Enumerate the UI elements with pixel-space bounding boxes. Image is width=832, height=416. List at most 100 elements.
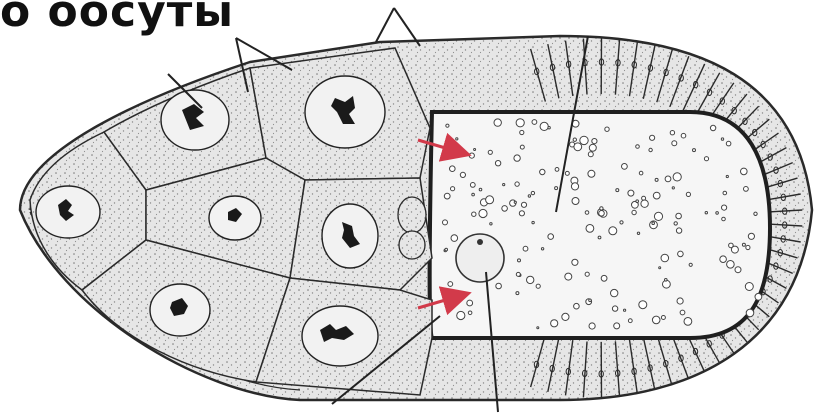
yolk-granule [684, 318, 692, 326]
yolk-granule [574, 303, 580, 309]
yolk-granule [605, 127, 609, 131]
yolk-granule [727, 261, 735, 269]
yolk-granule [532, 221, 534, 223]
yolk-granule [448, 282, 453, 287]
yolk-granule [527, 276, 534, 283]
yolk-granule [562, 313, 569, 320]
yolk-granule [672, 187, 674, 189]
yolk-granule [754, 212, 757, 215]
yolk-granule [548, 127, 550, 129]
yolk-granule [470, 183, 475, 188]
yolk-granule [721, 138, 723, 140]
yolk-granule [650, 135, 655, 140]
yolk-granule [723, 191, 727, 195]
yolk-granule [586, 225, 594, 233]
yolk-granule [574, 143, 582, 151]
yolk-granule [469, 153, 474, 158]
yolk-granule [496, 283, 502, 289]
yolk-granule [444, 193, 450, 199]
yolk-granule [705, 212, 707, 214]
yolk-granule [745, 283, 753, 291]
yolk-granule [741, 168, 748, 175]
yolk-granule [670, 131, 674, 135]
yolk-granule [746, 309, 754, 317]
yolk-granule [541, 248, 543, 250]
yolk-granule [636, 145, 640, 149]
yolk-granule [580, 136, 588, 144]
yolk-granule [649, 148, 652, 151]
yolk-granule [722, 205, 727, 210]
yolk-granule [589, 144, 596, 151]
yolk-granule [472, 212, 476, 216]
yolk-granule [611, 289, 618, 296]
yolk-granule [746, 245, 750, 249]
yolk-granule [599, 211, 605, 217]
yolk-granule [467, 300, 473, 306]
yolk-granule [600, 207, 603, 210]
border-cell [398, 197, 426, 233]
yolk-granule [536, 284, 540, 288]
yolk-granule [488, 150, 492, 154]
yolk-granule [616, 189, 619, 192]
yolk-granule [565, 171, 569, 175]
yolk-granule [748, 233, 754, 239]
yolk-granule [742, 243, 745, 246]
border-cell [399, 231, 425, 259]
yolk-granule [731, 246, 738, 253]
yolk-granule [495, 161, 500, 166]
yolk-granule [624, 309, 626, 311]
yolk-granule [521, 202, 526, 207]
yolk-granule [655, 178, 658, 181]
yolk-granule [516, 272, 520, 276]
yolk-granule [514, 155, 520, 161]
yolk-granule [490, 223, 492, 225]
yolk-granule [614, 323, 620, 329]
yolk-granule [680, 310, 685, 315]
yolk-granule [451, 235, 458, 242]
yolk-granule [494, 119, 501, 126]
yolk-granule [661, 254, 669, 262]
oocyte [430, 112, 770, 338]
yolk-granule [537, 327, 539, 329]
yolk-granule [659, 267, 661, 269]
yolk-granule [654, 212, 662, 220]
yolk-granule [516, 292, 519, 295]
yolk-granule [632, 210, 636, 214]
yolk-granule [474, 149, 476, 151]
yolk-granule [661, 316, 665, 320]
yolk-granule [516, 119, 524, 127]
yolk-granule [653, 192, 660, 199]
yolk-granule [532, 120, 537, 125]
yolk-granule [636, 200, 639, 203]
yolk-granule [548, 234, 554, 240]
yolk-granule [735, 267, 741, 273]
yolk-granule [592, 139, 597, 144]
yolk-granule [612, 306, 617, 311]
yolk-granule [704, 157, 708, 161]
yolk-granule [628, 190, 634, 196]
yolk-granule [637, 232, 639, 234]
yolk-granule [628, 319, 632, 323]
yolk-granule [676, 213, 682, 219]
yolk-granule [520, 130, 524, 134]
yolk-granule [588, 170, 595, 177]
leader-line [376, 8, 394, 42]
yolk-granule [652, 316, 660, 324]
yolk-granule [726, 175, 728, 177]
yolk-granule [674, 222, 677, 225]
yolk-granule [609, 227, 617, 235]
yolk-granule [468, 311, 472, 315]
yolk-granule [445, 248, 448, 251]
yolk-granule [686, 192, 690, 196]
yolk-granule [693, 149, 696, 152]
yolk-granule [520, 145, 524, 149]
yolk-granule [622, 164, 628, 170]
yolk-granule [518, 259, 521, 262]
yolk-granule [503, 184, 505, 186]
yolk-granule [472, 193, 475, 196]
yolk-granule [588, 152, 593, 157]
yolk-granule [486, 196, 494, 204]
yolk-granule [443, 220, 448, 225]
